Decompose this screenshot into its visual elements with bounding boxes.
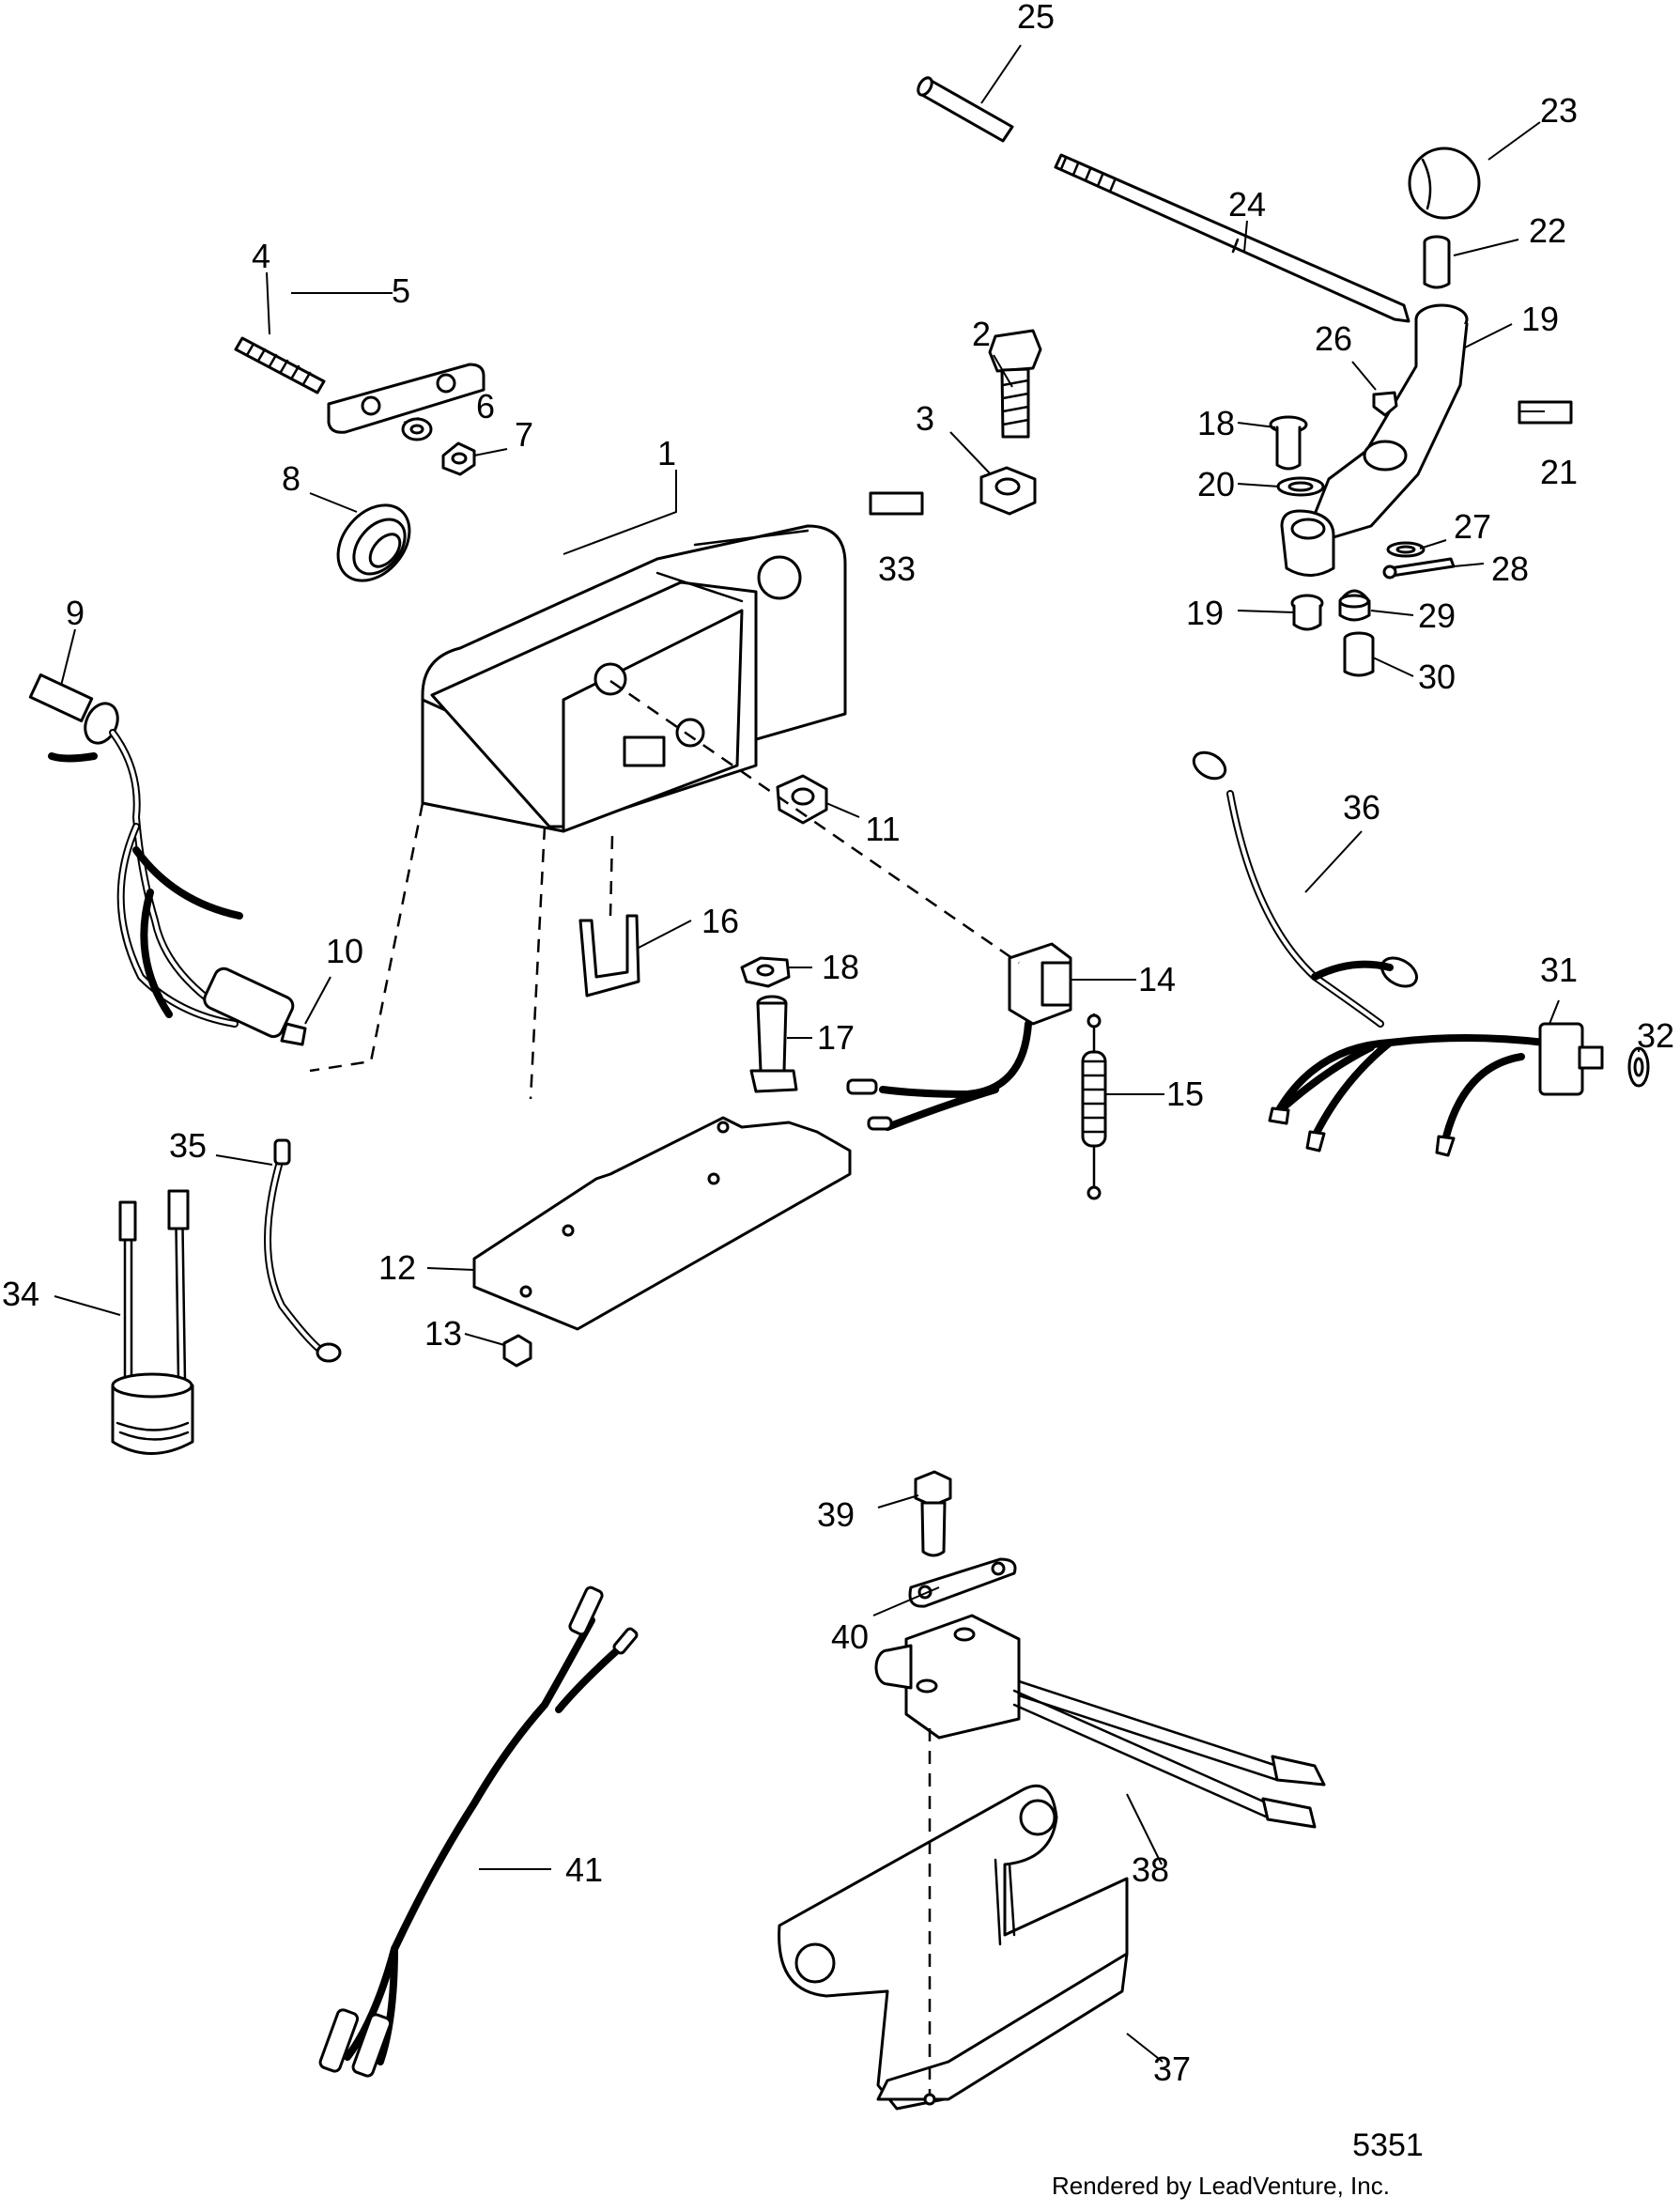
- part-38-bracket: [778, 1784, 1129, 2111]
- part-25-shift-rod: [1054, 153, 1410, 323]
- part-12-cover-plate: [472, 1116, 852, 1331]
- callout-25: 24: [1228, 185, 1266, 224]
- callout-6: 6: [476, 387, 495, 425]
- part-28-washer: [1386, 541, 1426, 558]
- callout-19-lower: 19: [1186, 594, 1224, 632]
- reference-number: 5351: [1352, 2127, 1424, 2163]
- callout-27: 26: [1315, 319, 1352, 358]
- callout-2: 2: [972, 315, 991, 353]
- callout-20: 19: [1521, 300, 1559, 338]
- part-39-solenoid: [874, 1614, 1326, 1829]
- callout-31: 30: [1418, 657, 1456, 696]
- render-credit: Rendered by LeadVenture, Inc.: [1052, 2172, 1390, 2200]
- part-3-nut: [979, 466, 1037, 516]
- callout-13: 13: [424, 1314, 462, 1353]
- part-30-ball-socket: [1338, 589, 1371, 622]
- callout-35: 34: [2, 1275, 39, 1313]
- leader-lines: [54, 44, 1640, 2063]
- callout-29: 28: [1491, 549, 1529, 588]
- callout-38: 37: [1153, 2050, 1191, 2088]
- part-24-knob: [1408, 147, 1481, 220]
- part-40-bolt: [914, 1470, 952, 1557]
- part-13-screw: [502, 1334, 532, 1368]
- part-15-spring: [1081, 1013, 1107, 1200]
- callout-11: 11: [865, 810, 900, 848]
- callout-32: 31: [1540, 951, 1578, 989]
- callout-3: 3: [916, 399, 934, 438]
- callout-37: 36: [1343, 788, 1380, 827]
- callout-14: 14: [1138, 960, 1176, 998]
- part-34-decal: [869, 491, 924, 516]
- part-36-ground-lead: [264, 1138, 342, 1363]
- callout-5: 5: [392, 271, 410, 310]
- callout-18: 18: [822, 948, 859, 986]
- part-9-10-ignition-harness: [28, 673, 307, 1046]
- part-7-nut: [441, 441, 476, 476]
- callout-9: 9: [66, 594, 85, 632]
- part-4-stud: [234, 336, 326, 394]
- callout-41: 40: [831, 1617, 869, 1656]
- part-1-control-housing: [421, 524, 847, 833]
- callout-36: 35: [169, 1126, 207, 1165]
- callout-8: 8: [282, 459, 301, 498]
- part-2-bolt: [988, 329, 1042, 439]
- callout-22: 21: [1540, 453, 1578, 491]
- callout-labels: 25 23 24 22 19 26 18 20 21 27 28 19 29 3…: [2, 0, 1674, 2088]
- callout-28: 27: [1454, 507, 1491, 546]
- part-16-clip: [578, 914, 640, 998]
- callout-34: 33: [878, 549, 916, 588]
- callout-15: 15: [1166, 1075, 1204, 1113]
- part-20-shift-lever: [1280, 303, 1469, 577]
- part-8-grommet: [336, 503, 411, 582]
- part-41-strap: [908, 1557, 1017, 1608]
- callout-24: 23: [1540, 91, 1578, 130]
- part-31-spacer: [1343, 631, 1375, 677]
- part-27-clip: [1372, 391, 1398, 417]
- part-11-nut: [776, 774, 828, 825]
- part-14-switch: [846, 942, 1072, 1131]
- part-26-sleeve: [917, 76, 1014, 143]
- part-5-plate: [327, 363, 486, 434]
- part-35-sender: [111, 1189, 194, 1455]
- callout-7: 7: [515, 415, 533, 454]
- part-29-cotter-pin: [1382, 557, 1456, 580]
- callout-21: 20: [1197, 465, 1235, 503]
- part-37-ground-strap: [1192, 750, 1418, 1028]
- callout-26: 25: [1017, 0, 1055, 36]
- part-17-pin: [749, 995, 798, 1093]
- part-19-bushing-upper: [1269, 415, 1308, 471]
- part-42-wire-harness: [318, 1586, 639, 2078]
- callout-30: 29: [1418, 596, 1456, 635]
- callout-23: 22: [1529, 211, 1566, 250]
- part-18-retainer: [740, 956, 791, 988]
- callout-33: 32: [1637, 1016, 1674, 1055]
- callout-1: 1: [657, 434, 676, 472]
- callout-39: 38: [1132, 1850, 1169, 1889]
- part-23-pin: [1423, 235, 1451, 289]
- part-32-toggle-switch: [1268, 1022, 1604, 1157]
- callout-19-upper: 18: [1197, 404, 1235, 442]
- part-19-bushing-lower: [1290, 594, 1324, 631]
- callout-40: 39: [817, 1495, 855, 1534]
- assembly-lines: [309, 679, 1020, 2095]
- callout-12: 12: [378, 1248, 416, 1287]
- part-21-washer: [1276, 476, 1325, 497]
- callout-17: 17: [817, 1018, 855, 1057]
- callout-10: 10: [326, 932, 363, 970]
- callout-16: 16: [701, 902, 739, 940]
- callout-4: 4: [252, 237, 270, 275]
- callout-42: 41: [565, 1850, 603, 1889]
